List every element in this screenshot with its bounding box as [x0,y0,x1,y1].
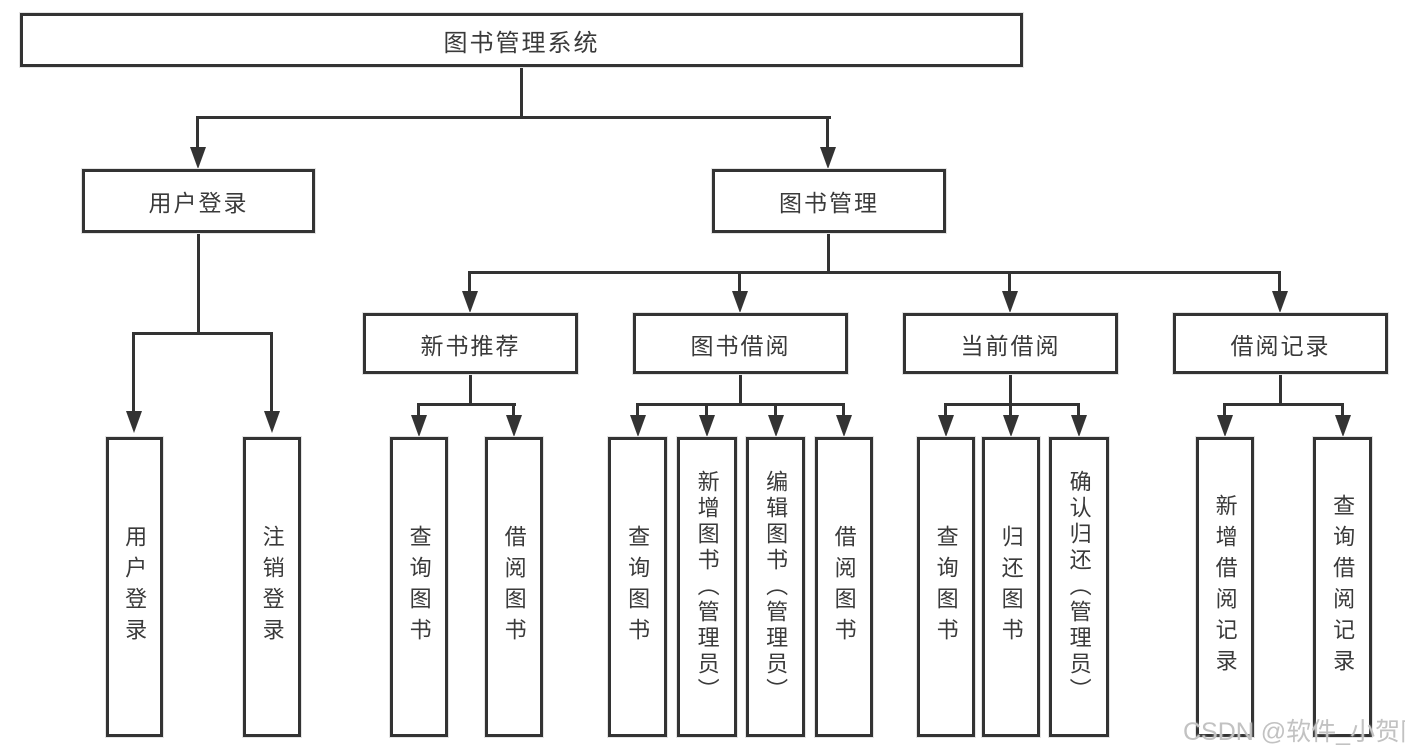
arrow-down-icon [126,411,142,433]
connector-line [774,405,777,416]
connector-line [1279,374,1282,405]
arrow-down-icon [836,415,852,437]
node-borrow-books-recommend: 借阅图书 [485,437,543,737]
node-add-book-admin: 新增图书（管理员） [677,437,737,737]
arrow-down-icon [462,291,478,313]
connector-line [196,116,831,119]
connector-line [1008,273,1011,292]
node-confirm-return-admin: 确认归还（管理员） [1049,437,1109,737]
arrow-down-icon [411,415,427,437]
connector-line [132,332,273,335]
connector-line [469,374,472,405]
node-label: 新增借阅记录 [1212,494,1238,680]
connector-line [468,273,471,292]
connector-line [738,273,741,292]
node-label: 新书推荐 [420,332,521,359]
connector-line [1077,405,1080,416]
node-label: 图书借阅 [690,332,791,359]
node-borrowing-records: 借阅记录 [1173,313,1388,374]
connector-line [1223,403,1344,406]
connector-line [827,233,830,273]
connector-line [826,118,829,150]
connector-line [417,403,516,406]
node-label: 用户登录 [122,525,148,649]
node-label: 当前借阅 [960,332,1061,359]
connector-line [636,405,639,416]
connector-line [944,405,947,416]
node-label: 归还图书 [998,525,1024,649]
node-label: 查询借阅记录 [1330,494,1356,680]
node-query-books-recommend: 查询图书 [390,437,448,737]
connector-line [512,405,515,416]
node-label: 查询图书 [625,525,651,649]
arrow-down-icon [1003,415,1019,437]
node-book-management: 图书管理 [712,169,946,233]
connector-line [468,271,1281,274]
node-new-book-recommend: 新书推荐 [363,313,578,374]
csdn-watermark: CSDN @软件_小贺同学 [1183,718,1405,746]
node-return-books: 归还图书 [982,437,1040,737]
node-label: 编辑图书（管理员） [763,470,789,704]
node-label: 图书管理 [779,190,879,216]
arrow-down-icon [190,147,206,169]
node-leaf-logout: 注销登录 [243,437,301,737]
arrow-down-icon [1071,415,1087,437]
node-query-borrow-record: 查询借阅记录 [1313,437,1372,737]
arrow-down-icon [1272,291,1288,313]
connector-line [520,67,523,118]
arrow-down-icon [732,291,748,313]
arrow-down-icon [699,415,715,437]
connector-line [270,334,273,413]
node-borrow-books: 借阅图书 [815,437,873,737]
node-add-borrow-record: 新增借阅记录 [1196,437,1254,737]
connector-line [842,405,845,416]
connector-line [197,233,200,334]
node-library-management-system: 图书管理系统 [20,13,1023,67]
node-label: 查询图书 [406,525,432,649]
node-label: 图书管理系统 [443,29,600,57]
node-label: 借阅图书 [831,525,857,649]
node-current-borrowing: 当前借阅 [903,313,1118,374]
connector-line [1223,405,1226,416]
connector-line [636,403,845,406]
node-user-login: 用户登录 [82,169,315,233]
node-query-books-current: 查询图书 [917,437,975,737]
node-book-borrowing: 图书借阅 [633,313,848,374]
arrow-down-icon [768,415,784,437]
arrow-down-icon [1002,291,1018,313]
arrow-down-icon [1335,415,1351,437]
node-label: 注销登录 [259,525,285,649]
node-label: 查询图书 [933,525,959,649]
node-label: 确认归还（管理员） [1066,470,1092,704]
node-label: 新增图书（管理员） [694,470,720,704]
node-label: 用户登录 [148,190,249,216]
connector-line [705,405,708,416]
connector-line [1009,374,1012,405]
connector-line [1278,273,1281,292]
arrow-down-icon [264,411,280,433]
arrow-down-icon [938,415,954,437]
arrow-down-icon [1217,415,1233,437]
arrow-down-icon [630,415,646,437]
connector-line [739,374,742,405]
connector-line [132,334,135,413]
connector-line [417,405,420,416]
connector-line [196,118,199,150]
arrow-down-icon [506,415,522,437]
connector-line [944,403,1080,406]
connector-line [1009,405,1012,416]
connector-line [1341,405,1344,416]
node-label: 借阅图书 [501,525,527,649]
node-query-books-borrowing: 查询图书 [608,437,667,737]
node-label: 借阅记录 [1230,332,1331,359]
node-leaf-user-login: 用户登录 [106,437,163,737]
arrow-down-icon [820,147,836,169]
node-edit-book-admin: 编辑图书（管理员） [746,437,805,737]
